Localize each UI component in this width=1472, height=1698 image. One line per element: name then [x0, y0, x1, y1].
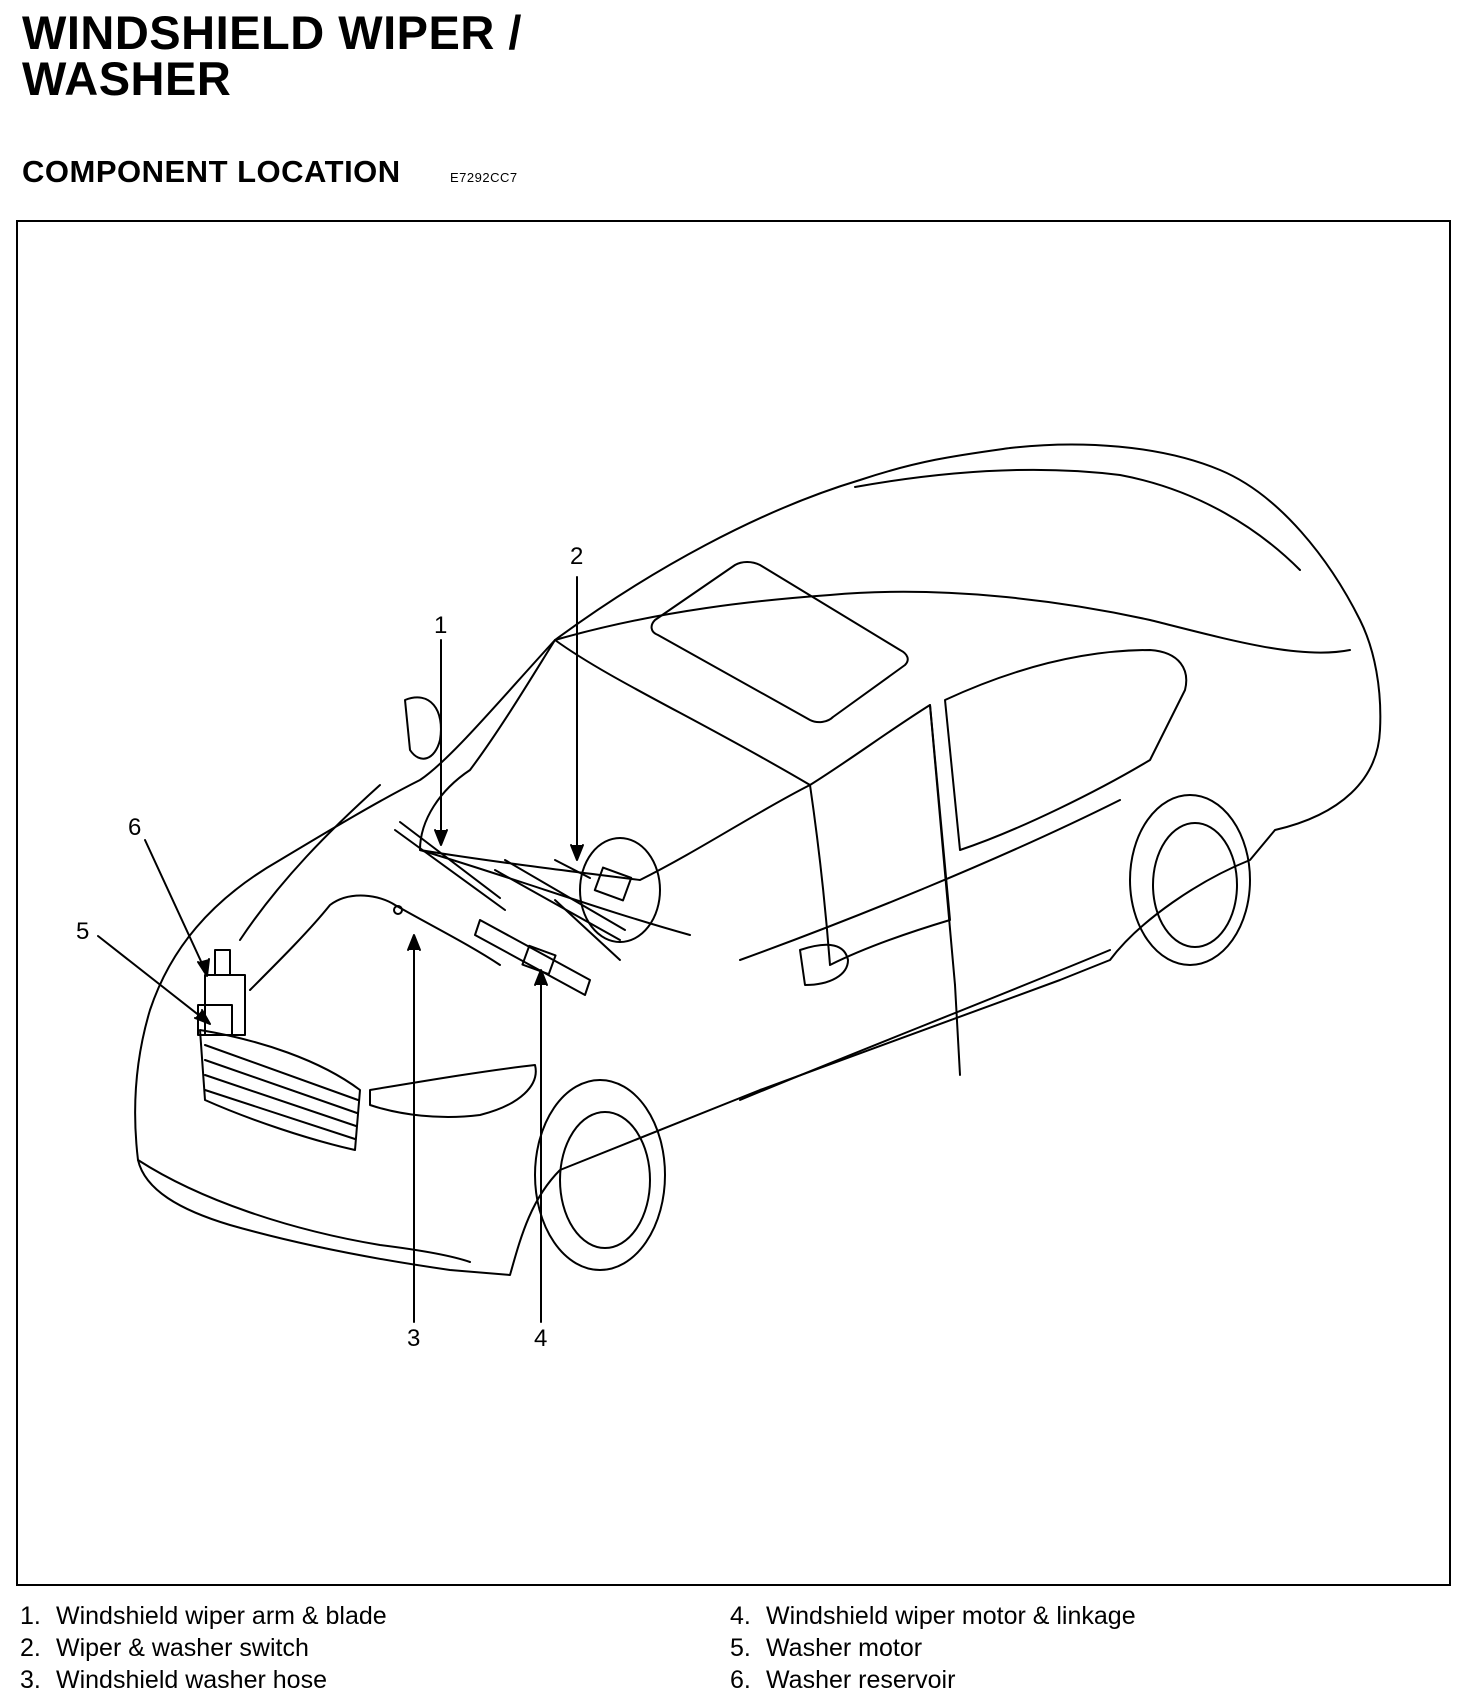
belt-line	[739, 799, 1121, 961]
hood-line	[239, 784, 381, 941]
legend-text: Wiper & washer switch	[56, 1634, 309, 1662]
windshield	[419, 639, 811, 881]
leader-2-arrow	[570, 844, 584, 861]
car-body-outline	[134, 443, 1382, 1276]
leader-5	[97, 935, 206, 1021]
callout-3: 3	[407, 1325, 421, 1352]
legend-number: 6.	[730, 1666, 751, 1694]
legend-item: 3. Windshield washer hose	[20, 1664, 387, 1696]
callout-6: 6	[128, 814, 142, 841]
figure-frame	[16, 220, 1451, 1586]
legend-text: Windshield wiper arm & blade	[56, 1602, 387, 1630]
headlamp	[369, 1064, 537, 1118]
leader-5-arrow	[194, 1009, 211, 1025]
legend-item: 1. Windshield wiper arm & blade	[20, 1600, 387, 1632]
b-pillar	[929, 704, 956, 986]
washer-hose	[249, 894, 501, 991]
front-bumper	[137, 1159, 471, 1263]
wiper-switch	[593, 866, 633, 902]
leader-6-arrow	[197, 958, 210, 977]
front-side-window	[809, 704, 951, 966]
grille	[199, 1029, 361, 1151]
legend-left: 1. Windshield wiper arm & blade 2. Wiper &…	[20, 1600, 387, 1696]
wiper-arm-right	[554, 899, 621, 961]
hood-crease	[419, 849, 691, 936]
title-line-1: WINDSHIELD WIPER /	[22, 6, 522, 59]
legend-item: 5. Washer motor	[730, 1632, 1136, 1664]
legend-text: Washer reservoir	[766, 1666, 956, 1694]
callout-4: 4	[534, 1325, 548, 1352]
legend-number: 2.	[20, 1634, 41, 1662]
legend-number: 5.	[730, 1634, 751, 1662]
legend-number: 1.	[20, 1602, 41, 1630]
legend-number: 3.	[20, 1666, 41, 1694]
rear-side-window	[944, 649, 1188, 851]
grille-bars	[204, 1044, 359, 1140]
wiper-blade-left	[394, 821, 506, 911]
callout-5: 5	[76, 918, 90, 945]
leader-6	[144, 839, 206, 971]
legend-text: Washer motor	[766, 1634, 923, 1662]
leader-3-arrow	[407, 934, 421, 951]
callout-1: 1	[434, 612, 448, 639]
washer-nozzle	[393, 905, 403, 915]
leader-4-arrow	[534, 969, 548, 986]
title-line-2: WASHER	[22, 52, 232, 105]
legend-item: 2. Wiper & washer switch	[20, 1632, 387, 1664]
steering-wheel	[579, 837, 661, 943]
reservoir-neck	[214, 949, 231, 976]
front-wheel-rim	[559, 1111, 651, 1249]
side-mirror	[799, 943, 849, 986]
sunroof	[650, 561, 909, 724]
rear-wheel	[1129, 794, 1251, 966]
legend-number: 4.	[730, 1602, 751, 1630]
wiper-linkage	[474, 919, 591, 996]
roof-rear-edge	[854, 468, 1301, 571]
leader-1-arrow	[434, 829, 448, 846]
legend-text: Windshield washer hose	[56, 1666, 327, 1694]
legend-item: 4. Windshield wiper motor & linkage	[730, 1600, 1136, 1632]
washer-motor	[197, 1004, 233, 1036]
callout-2: 2	[570, 543, 584, 570]
wiper-motor	[521, 944, 557, 976]
wiper-switch-stalk	[554, 859, 591, 879]
wiper-blade-right	[494, 859, 626, 941]
front-wheel	[534, 1079, 666, 1271]
page-title: WINDSHIELD WIPER / WASHER	[22, 6, 522, 105]
legend-right: 4. Windshield wiper motor & linkage 5. Was…	[730, 1600, 1136, 1696]
section-heading: COMPONENT LOCATION	[22, 154, 401, 189]
door-gap	[954, 984, 961, 1076]
roof-line	[554, 590, 1351, 654]
document-code: E7292CC7	[450, 170, 518, 185]
left-mirror	[404, 696, 442, 760]
legend-text: Windshield wiper motor & linkage	[766, 1602, 1136, 1630]
rear-wheel-rim	[1152, 822, 1238, 948]
rocker-line	[739, 949, 1111, 1101]
legend-item: 6. Washer reservoir	[730, 1664, 1136, 1696]
